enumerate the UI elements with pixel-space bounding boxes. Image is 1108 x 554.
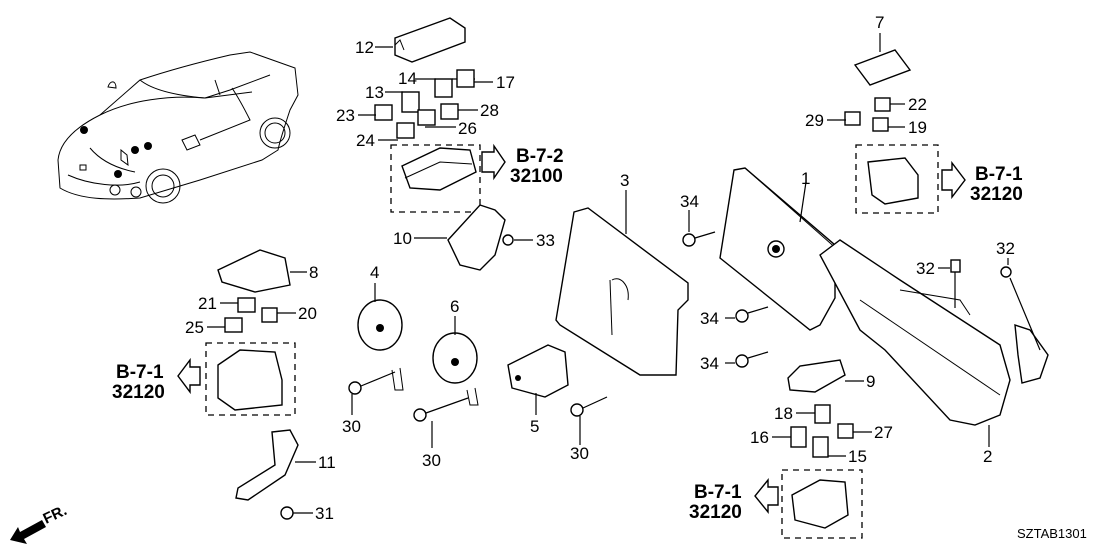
front-label: FR. bbox=[41, 502, 70, 528]
part-12-fuse-box-cover[interactable]: 12 bbox=[355, 17, 466, 63]
relays-left[interactable]: 21 20 25 bbox=[185, 294, 317, 337]
label-30c: 30 bbox=[570, 444, 589, 463]
label-23: 23 bbox=[336, 106, 355, 125]
relays-upper-right[interactable]: 22 29 19 bbox=[805, 95, 927, 137]
front-arrow-icon bbox=[10, 520, 46, 544]
label-34c: 34 bbox=[700, 354, 719, 373]
label-10: 10 bbox=[393, 229, 412, 248]
label-34a: 34 bbox=[680, 192, 699, 211]
part-7-module[interactable]: 7 bbox=[853, 13, 912, 86]
label-22: 22 bbox=[908, 95, 927, 114]
label-32a: 32 bbox=[916, 259, 935, 278]
part-4-horn[interactable]: 4 bbox=[357, 263, 404, 391]
ref-top-right-part: 32120 bbox=[970, 184, 1023, 205]
label-15: 15 bbox=[848, 447, 867, 466]
ref-top-right-section: B-7-1 bbox=[975, 164, 1023, 185]
car-illustration bbox=[57, 51, 299, 204]
label-11: 11 bbox=[318, 453, 336, 472]
label-19: 19 bbox=[908, 118, 927, 137]
label-25: 25 bbox=[185, 318, 204, 337]
part-2-bracket[interactable]: 2 bbox=[819, 239, 1049, 466]
label-16: 16 bbox=[750, 428, 769, 447]
label-4: 4 bbox=[370, 263, 379, 282]
ref-bottom-right-part: 32120 bbox=[689, 502, 742, 523]
label-31: 31 bbox=[315, 504, 334, 523]
ref-b72-section: B-7-2 bbox=[516, 146, 564, 167]
part-31-bolt[interactable]: 31 bbox=[280, 504, 334, 523]
label-17: 17 bbox=[496, 73, 515, 92]
label-12: 12 bbox=[355, 38, 374, 57]
label-29: 29 bbox=[805, 111, 824, 130]
part-3-cover[interactable]: 3 bbox=[555, 171, 689, 376]
label-9: 9 bbox=[866, 372, 875, 391]
label-30b: 30 bbox=[422, 451, 441, 470]
label-32b: 32 bbox=[996, 239, 1015, 258]
part-5-bracket[interactable]: 5 bbox=[507, 344, 569, 436]
ref-left-section: B-7-1 bbox=[116, 362, 164, 383]
part-30-bolts[interactable]: 30 30 30 bbox=[342, 371, 608, 470]
label-2: 2 bbox=[983, 447, 992, 466]
label-20: 20 bbox=[298, 304, 317, 323]
diagram-code: SZTAB1301 bbox=[1017, 526, 1087, 541]
relays-bottom-right[interactable]: 18 16 27 15 bbox=[750, 404, 893, 466]
label-3: 3 bbox=[620, 171, 629, 190]
label-28: 28 bbox=[480, 101, 499, 120]
label-8: 8 bbox=[309, 263, 318, 282]
part-9-module[interactable]: 9 bbox=[787, 359, 875, 393]
relay-box-group-left[interactable]: B-7-1 32120 bbox=[112, 342, 296, 416]
relay-box-group-top-right[interactable]: B-7-1 32120 bbox=[855, 144, 1023, 214]
label-14: 14 bbox=[398, 69, 417, 88]
label-18: 18 bbox=[774, 404, 793, 423]
label-6: 6 bbox=[450, 297, 459, 316]
label-30a: 30 bbox=[342, 417, 361, 436]
label-7: 7 bbox=[875, 13, 884, 32]
label-13: 13 bbox=[365, 83, 384, 102]
part-32-bolts[interactable]: 32 32 bbox=[916, 239, 1041, 351]
part-11-bracket[interactable]: 11 bbox=[235, 429, 336, 501]
fuse-box-group-b72[interactable]: B-7-2 32100 bbox=[390, 143, 564, 213]
label-21: 21 bbox=[198, 294, 217, 313]
part-34-bolts[interactable]: 34 34 34 bbox=[680, 192, 769, 373]
relay-box-group-bottom-right[interactable]: B-7-1 32120 bbox=[689, 469, 863, 539]
label-24: 24 bbox=[356, 131, 375, 150]
part-6-horn[interactable]: 6 bbox=[432, 297, 479, 406]
part-1-control-unit[interactable]: 1 bbox=[719, 167, 839, 331]
label-1: 1 bbox=[801, 169, 810, 188]
label-34b: 34 bbox=[700, 309, 719, 328]
label-33: 33 bbox=[536, 231, 555, 250]
front-direction-indicator: FR. bbox=[10, 502, 70, 544]
ref-left-part: 32120 bbox=[112, 382, 165, 403]
ref-b72-part: 32100 bbox=[510, 166, 563, 187]
label-27: 27 bbox=[874, 423, 893, 442]
relays-upper[interactable]: 14 17 13 23 28 26 24 bbox=[336, 69, 515, 150]
part-8-module[interactable]: 8 bbox=[217, 249, 318, 293]
part-10-bracket[interactable]: 10 bbox=[393, 204, 506, 271]
ref-bottom-right-section: B-7-1 bbox=[694, 482, 742, 503]
part-33-bolt[interactable]: 33 bbox=[502, 231, 555, 250]
label-26: 26 bbox=[458, 119, 477, 138]
label-5: 5 bbox=[530, 417, 539, 436]
